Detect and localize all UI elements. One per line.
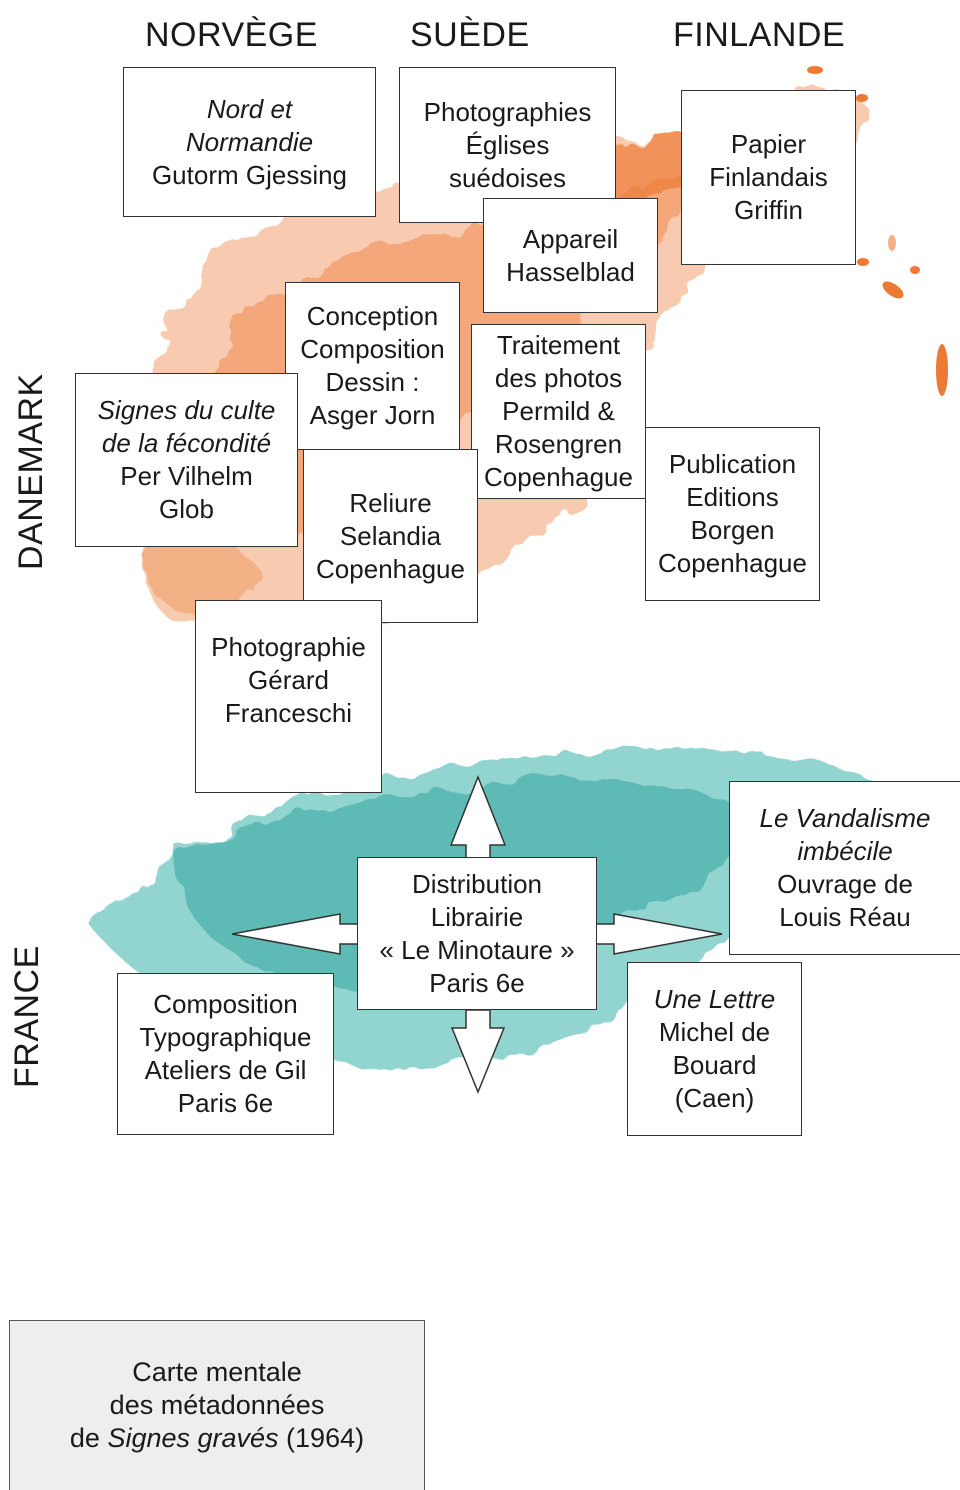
- box-text: Michel de: [658, 1017, 771, 1047]
- box-papier-finlandais: Papier Finlandais Griffin: [681, 90, 856, 265]
- legend-suffix: (1964): [278, 1423, 365, 1453]
- legend-line-1: Carte mentale: [132, 1357, 302, 1387]
- box-text: Reliure: [349, 487, 432, 518]
- box-text: Photographie: [211, 632, 366, 662]
- box-text: Publication: [668, 449, 797, 479]
- box-text: Selandia: [339, 520, 442, 551]
- box-text: suédoises: [448, 162, 567, 193]
- box-text: Églises: [465, 129, 550, 160]
- box-text: Gutorm Gjessing: [151, 159, 348, 190]
- box-text: Franceschi: [224, 698, 353, 728]
- region-label-france: FRANCE: [8, 945, 46, 1088]
- box-title: Le Vandalisme: [759, 803, 931, 833]
- arrow-down: [450, 1009, 506, 1094]
- legend-book-title: Signes gravés: [107, 1423, 279, 1453]
- box-text: Asger Jorn: [309, 400, 436, 430]
- box-vandalisme: Le Vandalisme imbécile Ouvrage de Louis …: [729, 781, 960, 955]
- box-photographie-gerard: Photographie Gérard Franceschi: [195, 600, 382, 793]
- box-text: Hasselblad: [506, 256, 635, 287]
- box-text: Bouard: [672, 1050, 757, 1080]
- box-conception: Conception Composition Dessin : Asger Jo…: [285, 282, 460, 450]
- box-text: des photos: [494, 363, 623, 393]
- box-signes-culte: Signes du culte de la fécondité Per Vilh…: [75, 373, 298, 547]
- nordic-paint-specks: [807, 66, 948, 396]
- box-text: Rosengren: [494, 429, 623, 459]
- box-text: Ouvrage de: [777, 869, 913, 899]
- box-text: Gérard: [248, 665, 329, 695]
- legend-prefix: de: [69, 1423, 108, 1453]
- box-text: Dessin :: [325, 367, 420, 397]
- box-composition-typographique: Composition Typographique Ateliers de Gi…: [117, 973, 334, 1135]
- box-publication: Publication Editions Borgen Copenhague: [645, 427, 820, 601]
- box-text: Composition: [300, 334, 445, 364]
- box-nord-normandie: Nord et Normandie Gutorm Gjessing: [123, 67, 376, 217]
- box-text: Appareil: [522, 223, 619, 254]
- box-title: de la fécondité: [101, 428, 272, 458]
- region-label-norway: NORVÈGE: [145, 16, 318, 54]
- box-text: Copenhague: [484, 462, 633, 492]
- box-text: (Caen): [674, 1083, 755, 1113]
- box-appareil-hasselblad: Appareil Hasselblad: [483, 198, 658, 313]
- box-text: Ateliers de Gil: [144, 1055, 307, 1085]
- box-text: Traitement: [496, 330, 621, 360]
- box-photographies-eglises: Photographies Églises suédoises: [399, 67, 616, 223]
- box-title: Signes du culte: [97, 395, 276, 425]
- legend-caption-box: Carte mentale des métadonnées de Signes …: [9, 1320, 425, 1490]
- box-text: Distribution: [411, 868, 543, 899]
- box-text: Librairie: [430, 901, 524, 932]
- legend-line-3: de Signes gravés (1964): [70, 1422, 364, 1455]
- box-text: Finlandais: [709, 162, 828, 192]
- distribution-arrows: [231, 774, 723, 1094]
- box-text: Editions: [686, 482, 779, 512]
- region-label-denmark: DANEMARK: [12, 373, 50, 570]
- box-text: Griffin: [734, 195, 803, 225]
- box-text: Copenhague: [658, 548, 807, 578]
- box-une-lettre: Une Lettre Michel de Bouard (Caen): [627, 962, 802, 1136]
- box-text: Composition: [153, 989, 298, 1019]
- box-title: Normandie: [185, 126, 314, 157]
- box-text: Typographique: [139, 1022, 312, 1052]
- box-title: Une Lettre: [653, 984, 776, 1014]
- box-text: Per Vilhelm: [120, 461, 253, 491]
- box-text: Paris 6e: [429, 967, 525, 998]
- box-text: Paris 6e: [177, 1088, 274, 1118]
- box-text: Glob: [159, 494, 214, 524]
- box-text: Permild &: [502, 396, 615, 426]
- box-text: Borgen: [690, 515, 775, 545]
- box-distribution: Distribution Librairie « Le Minotaure » …: [357, 857, 597, 1010]
- box-text: Papier: [730, 129, 807, 159]
- region-label-sweden: SUÈDE: [410, 16, 530, 54]
- box-text: Conception: [306, 301, 439, 331]
- box-text: Photographies: [423, 96, 592, 127]
- box-text: « Le Minotaure »: [379, 934, 575, 965]
- box-text: Louis Réau: [779, 902, 911, 932]
- box-title: imbécile: [797, 836, 893, 866]
- region-label-finland: FINLANDE: [673, 16, 846, 54]
- legend-line-2: des métadonnées: [109, 1390, 325, 1420]
- box-title: Nord et: [206, 93, 293, 124]
- box-text: Copenhague: [316, 553, 465, 584]
- box-reliure: Reliure Selandia Copenhague: [303, 449, 478, 623]
- box-traitement-photos: Traitement des photos Permild & Rosengre…: [471, 324, 646, 499]
